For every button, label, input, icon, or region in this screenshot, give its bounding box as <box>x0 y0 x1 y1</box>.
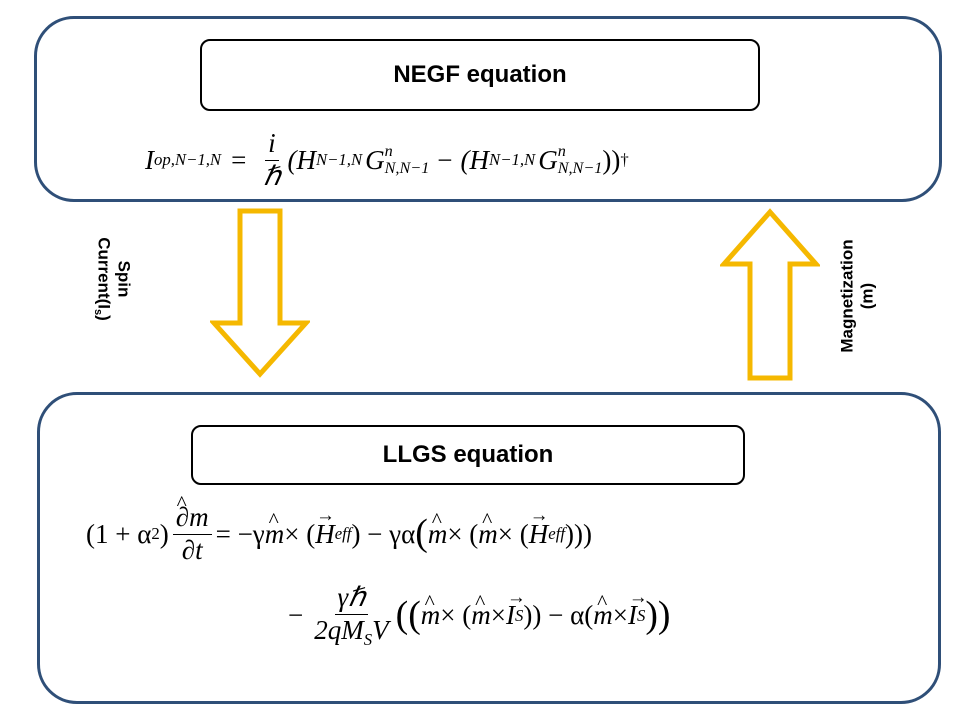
spin-current-label: Spin Current(Is) <box>91 237 134 321</box>
llgs-derivative: ∂m ∂t <box>172 492 212 565</box>
llgs-title: LLGS equation <box>191 425 745 485</box>
llgs-equation-line-2: − γℏ 2qMSV (( m × ( m × IS )) − α( m × I… <box>288 582 671 649</box>
spin-current-arrow-down <box>210 208 310 378</box>
negf-fraction: i ℏ <box>263 128 281 191</box>
llgs-panel: LLGS equation (1 + α2) ∂m ∂t = −γ m × ( … <box>37 392 941 704</box>
negf-title: NEGF equation <box>200 39 760 111</box>
magnetization-label: Magnetization (m) <box>837 239 877 353</box>
magnetization-arrow-up <box>720 208 820 381</box>
llgs-prefactor: γℏ 2qMSV <box>314 582 389 649</box>
